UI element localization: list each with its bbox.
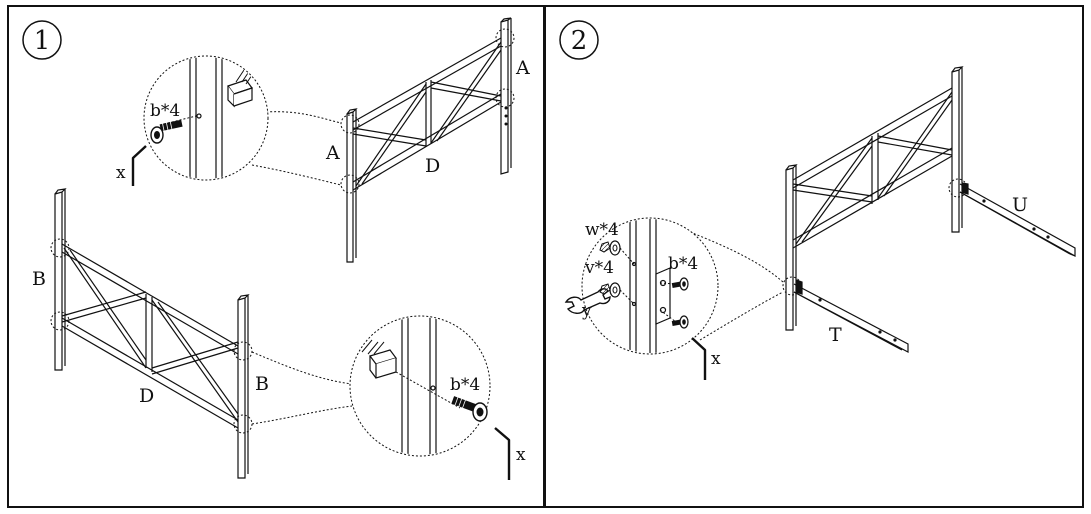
wrench-icon bbox=[564, 288, 611, 314]
panel-2-border bbox=[544, 5, 1084, 508]
allen-key-icon-step2 bbox=[691, 337, 707, 380]
joint-circle-b2 bbox=[50, 311, 70, 331]
frame-b-assembly bbox=[54, 188, 250, 479]
frame-assembled bbox=[785, 66, 964, 331]
frame-a-right-post bbox=[500, 17, 512, 175]
bolt-icon-step2-a bbox=[671, 277, 689, 291]
label-frame-a-beam: D bbox=[425, 155, 440, 177]
rail-t bbox=[793, 279, 909, 353]
step-number-2: 2 bbox=[559, 20, 599, 60]
hardware-label-b: b*4 bbox=[668, 254, 698, 274]
frame-a-assembly bbox=[346, 17, 512, 263]
rail-u bbox=[959, 182, 1076, 258]
joint-circle-a4 bbox=[495, 88, 515, 108]
hardware-label-top: b*4 bbox=[150, 101, 180, 121]
svg-text:2: 2 bbox=[571, 26, 588, 56]
joint-circle-t bbox=[782, 276, 802, 296]
leader-lines-step2 bbox=[689, 231, 784, 341]
joint-circle-b1 bbox=[50, 238, 70, 258]
label-frame-b-beam: D bbox=[139, 385, 154, 407]
zoom-detail-step2: w*4 v*4 b*4 bbox=[581, 217, 719, 355]
label-rail-u: U bbox=[1012, 194, 1028, 216]
panel-1: 1 bbox=[22, 17, 530, 480]
tool-label-y: y bbox=[581, 301, 592, 321]
joint-circle-u bbox=[948, 178, 968, 198]
bolt-icon-step2-b bbox=[671, 315, 689, 329]
leader-lines-top bbox=[251, 111, 342, 186]
zoom-detail-bottom: b*4 bbox=[349, 315, 491, 457]
bolt-icon-top bbox=[150, 115, 197, 144]
frame-a-left-post bbox=[346, 108, 358, 263]
tool-label-top: x bbox=[116, 163, 126, 183]
label-rail-t: T bbox=[829, 324, 842, 346]
panel-2: 2 bbox=[559, 20, 1076, 380]
zoom-detail-top: b*4 bbox=[143, 55, 269, 181]
hardware-label-v: v*4 bbox=[584, 258, 614, 278]
label-frame-b-left: B bbox=[32, 268, 46, 290]
leader-lines-bottom bbox=[251, 351, 353, 425]
step-number-1: 1 bbox=[22, 20, 62, 60]
joint-circle-b3 bbox=[233, 341, 253, 361]
joint-circle-a1 bbox=[340, 114, 360, 134]
label-frame-b-right: B bbox=[255, 373, 269, 395]
joint-circle-a3 bbox=[495, 28, 515, 48]
label-frame-a-left: A bbox=[325, 142, 340, 164]
label-frame-a-right: A bbox=[515, 57, 530, 79]
joint-circle-a2 bbox=[340, 174, 360, 194]
tool-label-x: x bbox=[711, 349, 721, 369]
bolt-icon-bottom bbox=[395, 371, 488, 422]
allen-key-icon-bottom bbox=[494, 427, 511, 480]
svg-text:1: 1 bbox=[34, 26, 51, 56]
hardware-label-bottom: b*4 bbox=[450, 375, 480, 395]
allen-key-icon-top bbox=[131, 145, 147, 186]
frame-b-right-post bbox=[237, 294, 250, 479]
frame-b-left-post bbox=[54, 188, 67, 371]
tool-label-bottom: x bbox=[516, 445, 526, 465]
hardware-label-w: w*4 bbox=[585, 220, 619, 240]
joint-circle-b4 bbox=[233, 414, 253, 434]
